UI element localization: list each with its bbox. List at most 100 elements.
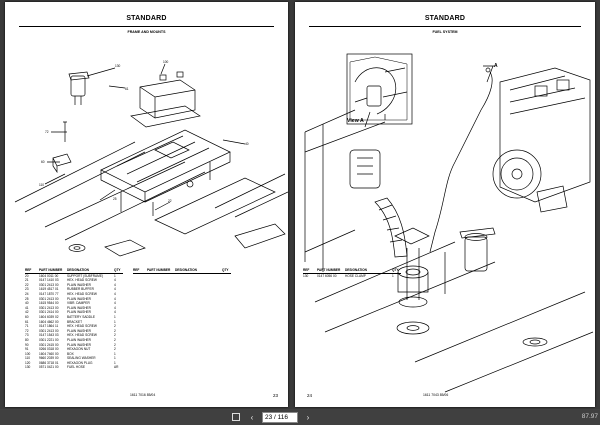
qty-cell: AR xyxy=(114,365,119,370)
column-header: REF xyxy=(25,268,32,272)
right-page: STANDARD FUEL SYSTEM xyxy=(295,2,595,407)
column-header: PART NUMBER xyxy=(39,268,63,272)
fuel-system-drawing: View A A xyxy=(304,53,594,393)
previous-page-button[interactable]: ‹ xyxy=(250,412,254,422)
ref-cell: 21 xyxy=(25,278,29,283)
next-page-button[interactable]: › xyxy=(306,412,310,422)
ref-cell: 60 xyxy=(25,314,29,319)
ref-cell: 71 xyxy=(25,324,29,329)
qty-cell: 4 xyxy=(114,282,116,287)
part-number-cell: 0301 2413 00 xyxy=(39,282,59,287)
page-number: 23 xyxy=(272,393,278,398)
ref-cell: 25 xyxy=(25,296,29,301)
table-row: 130 0147 6056 00 HOSE CLAMP 1 xyxy=(303,274,401,279)
column-header: DESIGNATION xyxy=(67,268,89,272)
ref-cell: 130 xyxy=(303,273,309,278)
ref-cell: 100 xyxy=(25,351,31,356)
page-navigation: ‹ › xyxy=(230,411,314,423)
part-number-cell: 0147 1870 77 xyxy=(39,291,59,296)
zoom-level[interactable]: 87.97 xyxy=(581,413,598,420)
designation-cell: SUPPORT (SUBFRAME) xyxy=(67,273,104,278)
column-header: QTY xyxy=(114,268,121,272)
qty-cell: 4 xyxy=(114,305,116,310)
part-number-cell: 0301 2415 00 xyxy=(39,342,59,347)
svg-text:72: 72 xyxy=(45,130,49,134)
column-header: QTY xyxy=(222,268,229,272)
column-header: PART NUMBER xyxy=(147,268,171,272)
column-header: DESIGNATION xyxy=(345,268,367,272)
parts-list-header: REF PART NUMBER DESIGNATION QTY xyxy=(133,268,231,274)
view-a-label: View A xyxy=(347,118,364,124)
page-title: STANDARD xyxy=(424,15,466,22)
svg-text:22: 22 xyxy=(168,199,172,203)
designation-cell: PLAIN WASHER xyxy=(67,310,91,315)
designation-cell: PLAIN WASHER xyxy=(67,282,91,287)
parts-list-second-header: REF PART NUMBER DESIGNATION QTY xyxy=(133,268,231,274)
ref-cell: 22 xyxy=(25,282,29,287)
column-header: PART NUMBER xyxy=(317,268,341,272)
viewer-toolbar: ‹ › 87.97 xyxy=(0,409,600,425)
svg-text:110: 110 xyxy=(39,183,44,187)
part-number-cell: 0147 1864 11 xyxy=(39,324,59,329)
designation-cell: PLAIN WASHER xyxy=(67,305,91,310)
fit-page-icon[interactable] xyxy=(230,411,242,423)
document-code: 1611 7016 85/04 xyxy=(130,393,156,397)
part-number-cell: 0301 2414 00 xyxy=(39,310,59,315)
page-number-input[interactable] xyxy=(262,411,298,423)
qty-cell: 4 xyxy=(114,296,116,301)
part-number-cell: 1615 9544 00 xyxy=(39,301,59,306)
part-number-cell: 1619 4517 01 xyxy=(39,287,59,292)
designation-cell: HEXAGON NUT xyxy=(67,347,91,352)
part-number-cell: 1604 7460 00 xyxy=(39,351,59,356)
qty-cell: 1 xyxy=(114,319,116,324)
section-subtitle: FRAME AND MOUNTS xyxy=(127,30,166,34)
ref-cell: 130 xyxy=(25,365,31,370)
callout-a: A xyxy=(494,63,498,69)
ref-cell: 40 xyxy=(25,301,29,306)
ref-cell: 91 xyxy=(25,347,29,352)
parts-list-header: REF PART NUMBER DESIGNATION QTY xyxy=(303,268,401,274)
designation-cell: VIBR. DAMPER xyxy=(67,301,90,306)
page-title: STANDARD xyxy=(126,15,167,22)
part-number-cell: 0301 2413 00 xyxy=(39,328,59,333)
designation-cell: HEX. HEAD SCREW xyxy=(67,324,97,329)
ref-cell: 90 xyxy=(25,342,29,347)
designation-cell: HOSE CLAMP xyxy=(345,273,366,278)
part-number-cell: 0301 2413 00 xyxy=(39,305,59,310)
designation-cell: HEX. HEAD SCREW xyxy=(67,278,97,283)
header-rule xyxy=(309,26,581,27)
svg-text:60: 60 xyxy=(41,160,45,164)
qty-cell: 4 xyxy=(114,287,116,292)
qty-cell: 2 xyxy=(114,333,116,338)
designation-cell: PLAIN WASHER xyxy=(67,342,91,347)
column-header: DESIGNATION xyxy=(175,268,197,272)
column-header: QTY xyxy=(392,268,399,272)
part-number-cell: 0301 2413 00 xyxy=(39,296,59,301)
part-number-cell: 0147 1410 03 xyxy=(39,278,59,283)
part-number-cell: 1604 6039 02 xyxy=(39,314,59,319)
qty-cell: 1 xyxy=(114,351,116,356)
svg-text:130: 130 xyxy=(115,64,121,68)
designation-cell: BOX xyxy=(67,351,74,356)
ref-cell: 42 xyxy=(25,310,29,315)
part-number-cell: 1604 4662 00 xyxy=(39,319,59,324)
part-number-cell: 0686 3718 01 xyxy=(39,360,59,365)
part-number-cell: 9660 2039 00 xyxy=(39,356,59,361)
ref-cell: 73 xyxy=(25,333,29,338)
qty-cell: 1 xyxy=(392,273,394,278)
ref-cell: 23 xyxy=(25,287,29,292)
